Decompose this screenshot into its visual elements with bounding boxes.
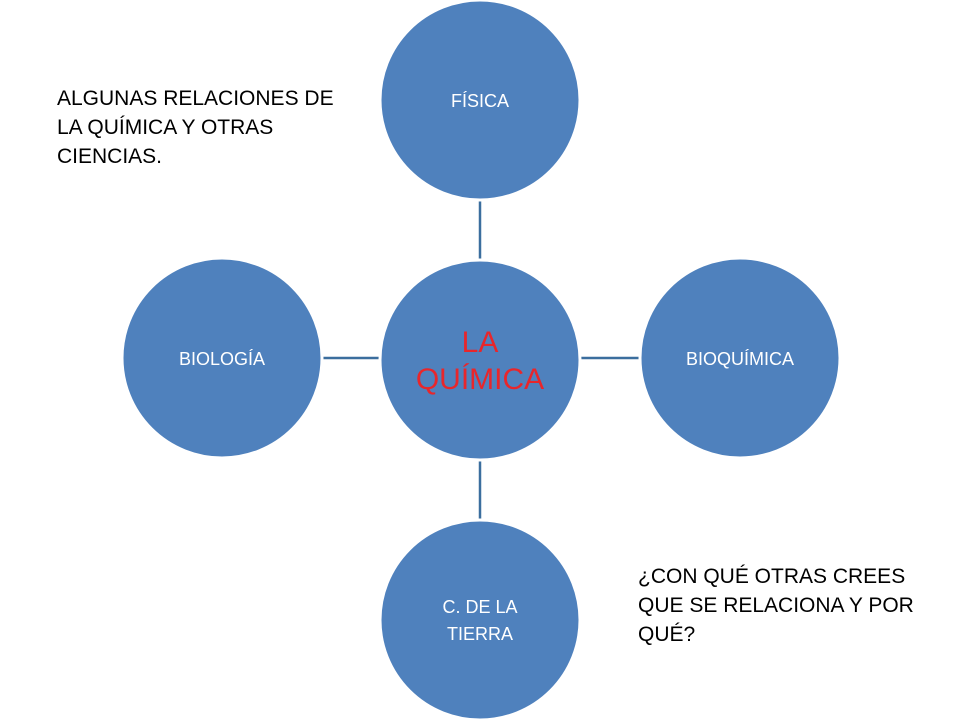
node-bioquimica: BIOQUÍMICA bbox=[638, 256, 842, 460]
caption-bottom: ¿CON QUÉ OTRAS CREES QUE SE RELACIONA Y … bbox=[638, 565, 914, 646]
center-label-line1: LA bbox=[462, 326, 499, 359]
caption-top: ALGUNAS RELACIONES DE LA QUÍMICA Y OTRAS… bbox=[57, 87, 334, 168]
node-biologia: BIOLOGÍA bbox=[120, 256, 324, 460]
node-ciencias-tierra: C. DE LA TIERRA bbox=[378, 518, 582, 720]
node-fisica: FÍSICA bbox=[378, 0, 582, 202]
node-label-fisica: FÍSICA bbox=[451, 91, 509, 111]
connectors bbox=[322, 200, 642, 522]
center-label-line2: QUÍMICA bbox=[416, 363, 544, 396]
node-label-biologia: BIOLOGÍA bbox=[179, 349, 265, 369]
node-label-tierra-line2: TIERRA bbox=[447, 624, 513, 644]
node-center-quimica: LA QUÍMICA bbox=[378, 258, 582, 462]
node-label-bioquimica: BIOQUÍMICA bbox=[686, 349, 794, 369]
node-label-tierra-line1: C. DE LA bbox=[442, 597, 517, 617]
